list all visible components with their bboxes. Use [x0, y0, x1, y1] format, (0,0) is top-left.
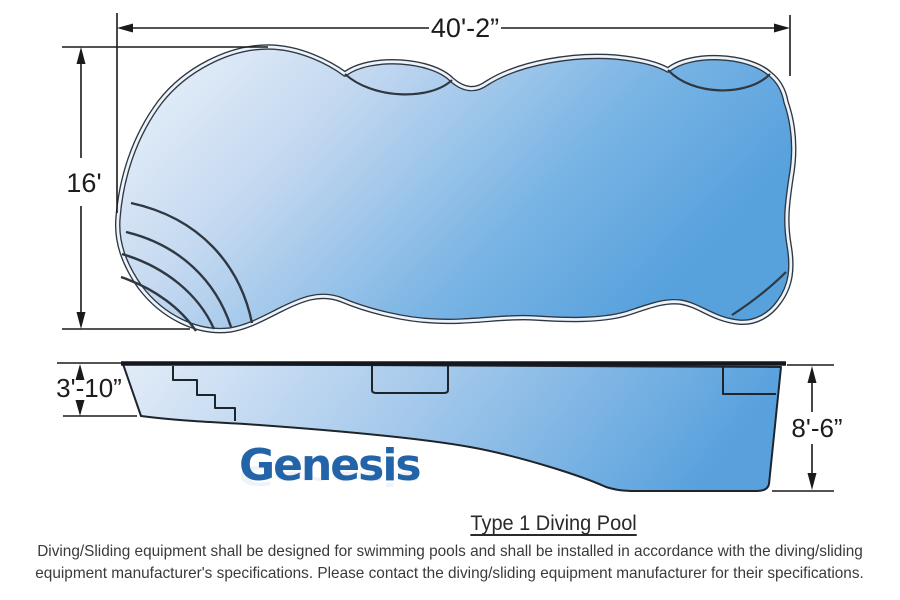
section-stairs [172, 366, 236, 421]
brand-logo: Genesis [239, 440, 422, 491]
pool-diagram: 40'-2” 16' 3'-10” [56, 13, 843, 492]
pool-top-view [114, 44, 797, 334]
shallow-depth-label: 3'-10” [56, 373, 122, 403]
disclaimer-line-2: equipment manufacturer's specifications.… [35, 565, 865, 582]
dimension-arrowheads [76, 23, 790, 329]
bench-arc-left [344, 73, 453, 96]
brand-logo-reflection: Genesis [239, 459, 420, 491]
section-dimension-arrowheads [75, 364, 817, 490]
section-deep-bench [722, 366, 776, 395]
disclaimer-line-1: Diving/Sliding equipment shall be design… [37, 543, 863, 560]
entry-steps-arcs [120, 201, 254, 332]
deep-end-bench-line [731, 271, 787, 316]
bench-arc-right [667, 69, 771, 92]
section-interior-lines [172, 366, 776, 421]
width-dimension-label: 16' [66, 168, 101, 198]
pool-coping-gap [116, 45, 796, 332]
deep-depth-label: 8'-6” [791, 413, 842, 443]
section-dimension-lines [57, 362, 834, 492]
dimension-lines [62, 13, 791, 330]
pool-top-outline [114, 44, 797, 334]
section-bench [371, 366, 449, 394]
pool-section-body [122, 363, 782, 492]
pool-side-view [121, 361, 786, 492]
length-dimension-label: 40'-2” [431, 13, 499, 43]
pool-type-caption: Type 1 Diving Pool [354, 512, 754, 536]
pool-type-caption-text: Type 1 Diving Pool [470, 512, 638, 535]
disclaimer: Diving/Sliding equipment shall be design… [0, 541, 900, 585]
